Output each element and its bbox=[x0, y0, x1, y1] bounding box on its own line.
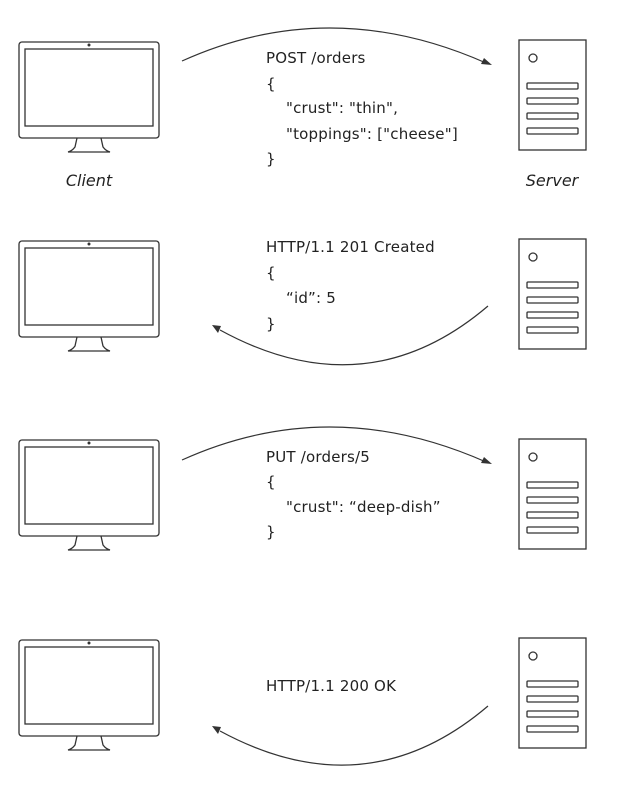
request-arrow bbox=[181, 426, 487, 463]
exchange-4: HTTP/1.1 200 OK bbox=[18, 637, 587, 766]
json-close-brace: } bbox=[266, 523, 276, 541]
client-monitor-icon bbox=[18, 639, 160, 751]
response-status-line: HTTP/1.1 200 OK bbox=[266, 677, 397, 695]
client-monitor-icon bbox=[18, 41, 160, 153]
server-icon bbox=[518, 438, 587, 550]
response-arrow bbox=[219, 705, 489, 766]
exchange-1: POST /orders { "crust": "thin", "topping… bbox=[18, 27, 587, 190]
request-arrowhead bbox=[481, 457, 492, 464]
request-arrow bbox=[181, 27, 487, 64]
request-arrowhead bbox=[481, 58, 492, 65]
json-open-brace: { bbox=[266, 473, 276, 491]
json-open-brace: { bbox=[266, 75, 276, 93]
server-icon bbox=[518, 39, 587, 151]
client-monitor-icon bbox=[18, 240, 160, 352]
json-field-id: “id”: 5 bbox=[286, 289, 336, 307]
server-label: Server bbox=[526, 171, 580, 190]
json-field-crust: "crust": “deep-dish” bbox=[286, 498, 441, 516]
response-arrowhead bbox=[212, 325, 221, 333]
client-label: Client bbox=[66, 171, 113, 190]
client-monitor-icon bbox=[18, 439, 160, 551]
json-open-brace: { bbox=[266, 264, 276, 282]
request-method-line: PUT /orders/5 bbox=[266, 448, 370, 466]
request-method-line: POST /orders bbox=[266, 49, 366, 67]
json-field-crust: "crust": "thin", bbox=[286, 99, 398, 117]
response-arrowhead bbox=[212, 726, 221, 734]
server-icon bbox=[518, 637, 587, 749]
response-arrow bbox=[219, 305, 489, 366]
server-icon bbox=[518, 238, 587, 350]
json-close-brace: } bbox=[266, 150, 276, 168]
json-field-toppings: "toppings": ["cheese"] bbox=[286, 125, 458, 143]
response-status-line: HTTP/1.1 201 Created bbox=[266, 238, 435, 256]
exchange-3: PUT /orders/5 { "crust": “deep-dish” } bbox=[18, 426, 587, 551]
json-close-brace: } bbox=[266, 315, 276, 333]
exchange-2: HTTP/1.1 201 Created { “id”: 5 } bbox=[18, 238, 587, 366]
